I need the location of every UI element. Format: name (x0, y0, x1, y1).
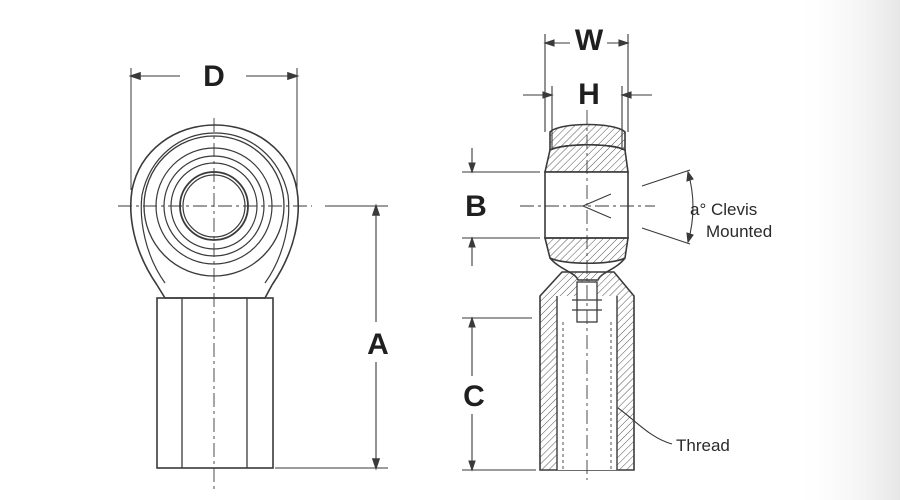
front-view (118, 68, 388, 490)
c-arrow-top (468, 316, 476, 328)
c-arrow-bottom (468, 460, 476, 472)
b-arrow-bottom (468, 236, 476, 248)
head-inner-contour (140, 132, 290, 284)
d-arrow-right (287, 71, 300, 81)
angle-leader-bottom (641, 227, 691, 245)
angle-arrow-bottom (686, 232, 694, 244)
c-dimension (462, 316, 536, 472)
head-outline (129, 124, 300, 286)
a-arrow-bottom (371, 458, 381, 471)
dimension-label-w: W (575, 24, 604, 57)
angle-note-line1: a° Clevis (690, 200, 757, 219)
b-arrow-top (468, 162, 476, 174)
b-dimension (462, 148, 540, 266)
thread-note: Thread (676, 436, 730, 455)
race-bottom (543, 237, 629, 264)
h-dimension (523, 86, 652, 150)
dimension-label-a: A (367, 328, 389, 361)
section-view (520, 110, 655, 480)
race-top (543, 144, 629, 173)
angle-note-line2: Mounted (706, 222, 772, 241)
h-arrow-right (620, 91, 632, 99)
angle-callout (641, 169, 694, 245)
shank (156, 297, 274, 469)
dimension-label-c: C (463, 380, 485, 413)
neck (156, 284, 273, 299)
w-arrow-right (618, 39, 630, 47)
right-fade-band (790, 0, 900, 500)
angle-leader-top (641, 169, 691, 187)
w-arrow-left (543, 39, 555, 47)
thread-leader (617, 407, 673, 445)
w-dimension (543, 34, 630, 132)
angle-arrow-top (686, 170, 694, 182)
h-arrow-left (542, 91, 554, 99)
dimension-label-d: D (203, 60, 225, 93)
d-arrow-left (128, 71, 141, 81)
a-arrow-top (371, 203, 381, 216)
dimension-label-h: H (578, 78, 600, 111)
dimension-label-b: B (465, 190, 487, 223)
